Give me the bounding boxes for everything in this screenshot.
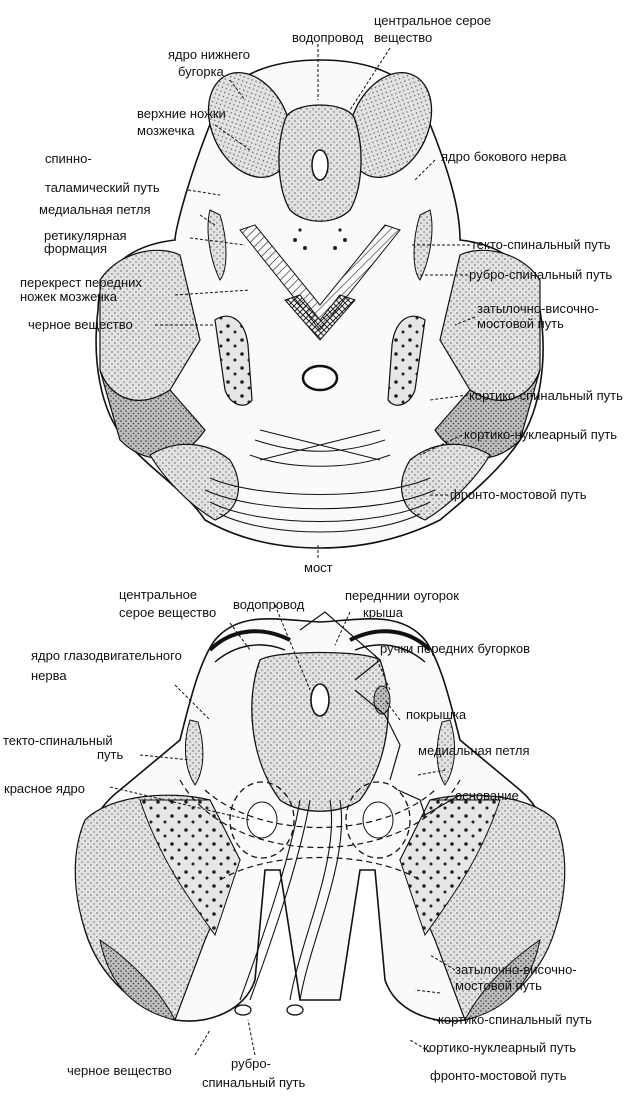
label-lateral-nerve-nucleus: ядро бокового нерва (441, 150, 566, 164)
label-central-grey-bottom-1: центральное (119, 588, 197, 602)
label-oculomotor-nucleus-2: нерва (31, 669, 67, 683)
label-pons: мост (304, 561, 333, 575)
label-rubrospinal-top: рубро-спинальный путь (469, 268, 612, 282)
label-inferior-colliculus-nucleus-1: ядро нижнего (168, 48, 250, 62)
label-occipitotemporopontine-top-2: мостовой путь (477, 317, 564, 331)
label-aqueduct-top: водопровод (292, 31, 363, 45)
label-tegmentum: покрышка (406, 708, 466, 722)
label-reticular-2: формация (44, 242, 107, 256)
label-corticonuclear-bottom: кортико-нуклеарный путь (423, 1041, 576, 1055)
label-roof: крыша (363, 606, 403, 620)
label-corticospinal-bottom: кортико-спинальный путь (438, 1013, 592, 1027)
label-occipitotemporopontine-bottom-1: затылочно-височно- (455, 963, 577, 977)
label-oculomotor-nucleus-1: ядро глазодвигательного (31, 649, 182, 663)
label-occipitotemporopontine-top-1: затылочно-височно- (477, 302, 599, 316)
label-frontopontine-bottom: фронто-мостовой путь (430, 1069, 567, 1083)
label-substantia-nigra-bottom: черное вещество (67, 1064, 172, 1078)
label-base: основание (455, 789, 519, 803)
label-central-grey-bottom-2: серое вещество (119, 606, 216, 620)
label-anterior-colliculus: передннии оугорок (345, 589, 459, 603)
label-superior-cerebellar-peduncles-2: мозжечка (137, 124, 194, 138)
label-decussation-1: перекрест передних (20, 276, 142, 290)
label-substantia-nigra-top: черное вещество (28, 318, 133, 332)
label-inferior-colliculus-nucleus-2: бугорка (178, 65, 224, 79)
label-occipitotemporopontine-bottom-2: мостовой путь (455, 979, 542, 993)
bottom-section-drawing (75, 619, 565, 1021)
label-spinothalamic-2: таламический путь (45, 181, 160, 195)
label-medial-lemniscus-bottom: медиальная петля (418, 744, 530, 758)
label-decussation-2: ножек мозжечка (20, 290, 117, 304)
label-superior-cerebellar-peduncles-1: верхние ножки (137, 107, 226, 121)
label-tectospinal-top: текто-спинальный путь (471, 238, 610, 252)
label-medial-lemniscus-top: медиальная петля (39, 203, 151, 217)
label-rubrospinal-bottom-2: спинальный путь (202, 1076, 305, 1090)
label-spinothalamic-1: спинно- (45, 152, 92, 166)
label-rubrospinal-bottom-1: рубро- (231, 1057, 271, 1071)
label-central-grey-top-1: центральное серое (374, 14, 491, 28)
label-handles-anterior-colliculi: ручки передних бугорков (380, 642, 530, 656)
label-red-nucleus: красное ядро (4, 782, 85, 796)
label-frontopontine-top: фронто-мостовой путь (450, 488, 587, 502)
label-aqueduct-bottom: водопровод (233, 598, 304, 612)
label-tectospinal-bottom-1: текто-спинальный (3, 734, 113, 748)
label-central-grey-top-2: вещество (374, 31, 432, 45)
label-tectospinal-bottom-2: путь (97, 748, 123, 762)
label-corticospinal-top: кортико-спинальный путь (469, 389, 623, 403)
label-corticonuclear-top: кортико-нуклеарный путь (464, 428, 617, 442)
